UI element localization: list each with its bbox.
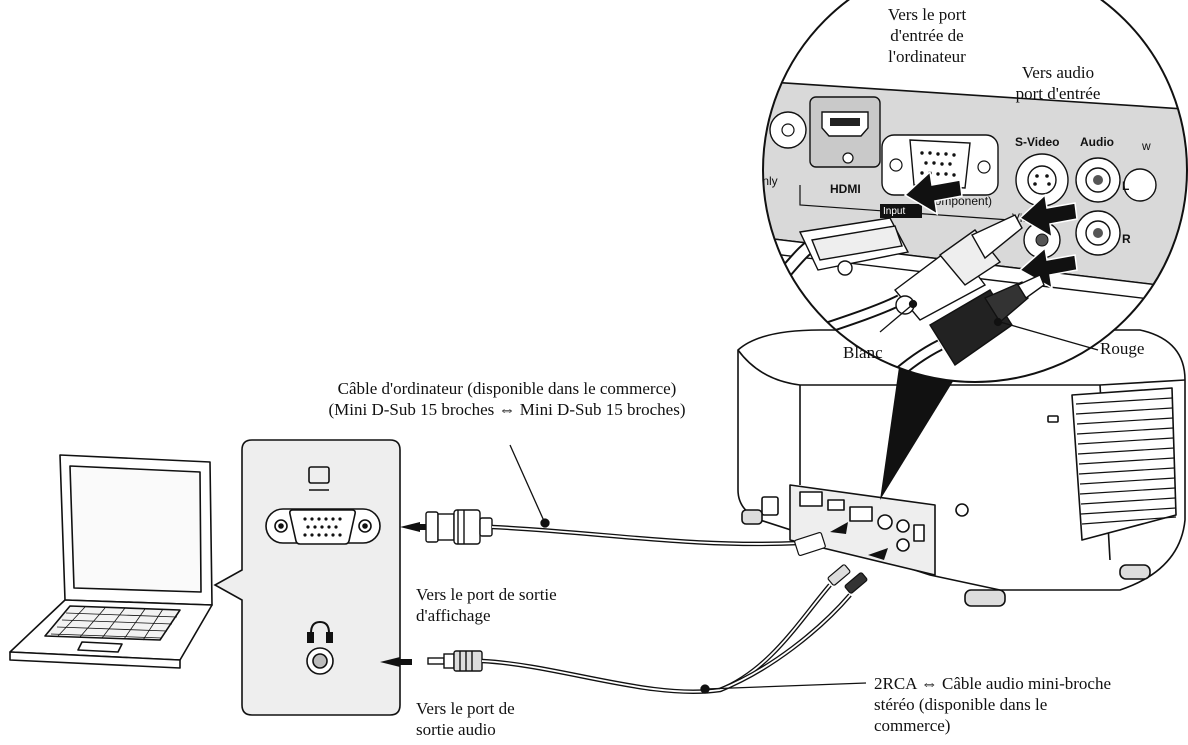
computer-cable-label-line1: Câble d'ordinateur (disponible dans le c…: [337, 379, 677, 398]
audio-cable-label-line1: 2RCA ⇔ Câble audio mini-broche: [874, 674, 1112, 693]
monitor-icon: [308, 466, 330, 491]
vga-plug-laptop: [425, 509, 493, 545]
audio-jack-icon: [306, 647, 334, 675]
audio-input-label-line2: port d'entrée: [1015, 84, 1101, 103]
display-output-label-line2: d'affichage: [416, 606, 491, 625]
port-label-left: L: [1122, 179, 1129, 193]
projector-plugs: [794, 531, 868, 594]
insert-arrows-projector: [830, 522, 888, 560]
audio-cable-label-line2: stéréo (disponible dans le: [874, 695, 1048, 714]
audio-cable-label-line3: commerce): [874, 716, 951, 735]
computer-input-label: Vers le port d'entrée de l'ordinateur: [852, 4, 1002, 67]
leader-lines: [509, 444, 867, 694]
computer-cable-label: Câble d'ordinateur (disponible dans le c…: [272, 378, 742, 420]
laptop: [9, 454, 213, 669]
port-label-svideo: S-Video: [1015, 135, 1059, 149]
computer-input-label-line1: Vers le port: [887, 5, 967, 24]
computer-input-label-line2: d'entrée de: [890, 26, 964, 45]
audio-output-label-line2: sortie audio: [416, 720, 496, 739]
zoom-pointer: [880, 360, 960, 500]
computer-cable-label-line2: (Mini D-Sub 15 broches ⇔ Mini D-Sub 15 b…: [328, 400, 686, 419]
audio-input-label: Vers audio port d'entrée: [993, 62, 1123, 104]
audio-output-label: Vers le port de sortie audio: [416, 698, 515, 740]
audio-output-label-line1: Vers le port de: [416, 699, 515, 718]
port-label-input: Input: [883, 206, 905, 217]
computer-input-label-line3: l'ordinateur: [888, 47, 966, 66]
red-plug-label: Rouge: [1100, 339, 1145, 358]
laptop-port-panel: [213, 439, 401, 716]
port-label-only: e Only: [743, 174, 778, 188]
insert-arrows-laptop: [380, 522, 432, 667]
cables: [481, 524, 852, 695]
mini-jack-plug: [427, 650, 483, 672]
audio-cable-label: 2RCA ⇔ Câble audio mini-broche stéréo (d…: [874, 673, 1111, 736]
white-plug-label: Blanc: [843, 343, 883, 362]
audio-input-label-line1: Vers audio: [1021, 63, 1095, 82]
circle-leader-lines: [879, 299, 1099, 351]
port-label-audio: Audio: [1080, 135, 1114, 149]
display-output-label: Vers le port de sortie d'affichage: [416, 584, 557, 626]
headphones-icon: [307, 620, 333, 643]
display-output-label-line1: Vers le port de sortie: [416, 585, 557, 604]
vga-port-icon: [265, 508, 381, 545]
projector: [737, 329, 1186, 607]
port-label-hdmi: HDMI: [830, 182, 861, 196]
port-label-w: w: [1141, 139, 1151, 153]
port-label-right: R: [1122, 232, 1131, 246]
